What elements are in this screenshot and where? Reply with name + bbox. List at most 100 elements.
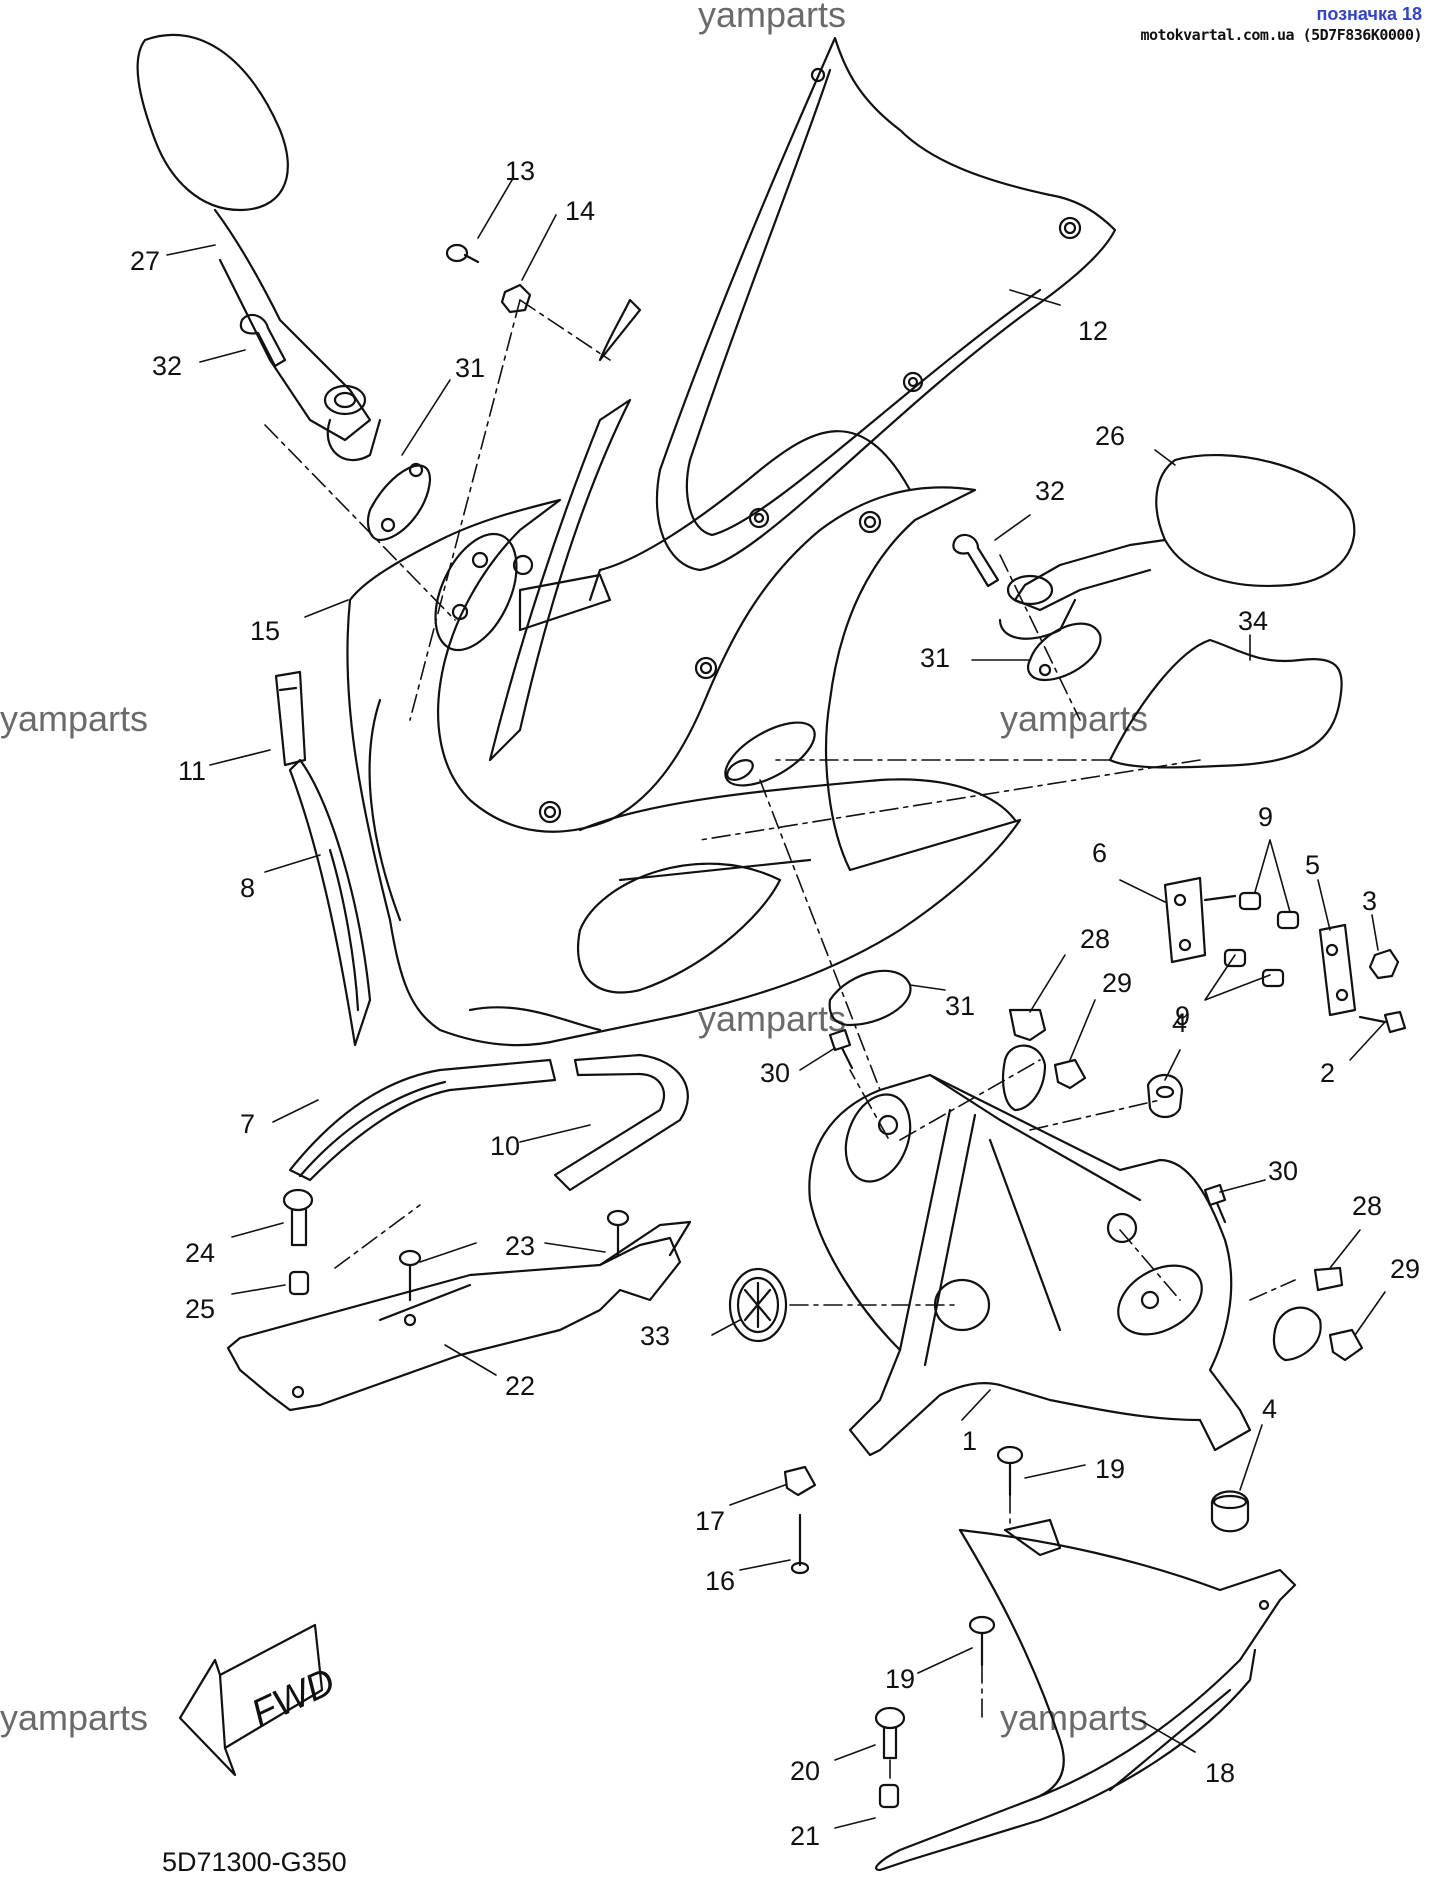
fwd-label: FWD (245, 1661, 341, 1736)
callout-27: 27 (130, 246, 160, 276)
bolt-32-right (952, 533, 1000, 588)
callout-32-left: 32 (152, 351, 182, 381)
callout-14: 14 (565, 196, 595, 226)
callout-8: 8 (240, 873, 255, 903)
collar-21 (878, 1783, 900, 1809)
callout-19-upper: 19 (1095, 1454, 1125, 1484)
reference-header: позначка 18 motokvartal.com.ua (5D7F836K… (1140, 4, 1422, 44)
gasket-31-lower (828, 969, 912, 1027)
callout-29-lower: 29 (1390, 1254, 1420, 1284)
callout-4-upper: 4 (1172, 1008, 1187, 1038)
nut-14 (500, 283, 532, 314)
bracket-6 (1163, 876, 1237, 964)
callout-30-left: 30 (760, 1058, 790, 1088)
damper-strip-8 (288, 758, 372, 1047)
tuning-fork-emblem-icon (728, 1267, 788, 1343)
damper-strip-7 (288, 1058, 557, 1182)
screw-24 (282, 1188, 314, 1247)
clip-29-upper (1053, 1058, 1087, 1090)
mirror-left (136, 33, 382, 462)
callout-34: 34 (1238, 606, 1268, 636)
nut-3 (1368, 948, 1400, 980)
leader-lines (166, 179, 1386, 1829)
callout-12: 12 (1078, 316, 1108, 346)
bolt-2 (1358, 1010, 1407, 1034)
inner-strip (274, 670, 307, 767)
callout-25: 25 (185, 1294, 215, 1324)
arrow-left-icon (178, 1623, 324, 1777)
reference-source: motokvartal.com.ua (5D7F836K0000) (1140, 25, 1422, 44)
watermark: yamparts (1000, 698, 1149, 739)
callout-17: 17 (695, 1506, 725, 1536)
callout-31-right: 31 (920, 643, 950, 673)
callout-23-left: 23 (505, 1231, 535, 1261)
callout-13: 13 (505, 156, 535, 186)
callout-19-lower: 19 (885, 1664, 915, 1694)
callout-26: 26 (1095, 421, 1125, 451)
spacer-9-set (1223, 891, 1300, 988)
stay-22 (226, 1220, 692, 1412)
callout-11: 11 (178, 756, 206, 786)
cover-34 (1108, 638, 1343, 769)
watermark: yamparts (1000, 1697, 1149, 1738)
gasket-31-right (1027, 622, 1102, 682)
callout-7: 7 (240, 1109, 255, 1139)
screw-19-upper (996, 1445, 1024, 1497)
screw-16 (790, 1513, 810, 1575)
callout-15: 15 (250, 616, 280, 646)
upper-cowling (346, 430, 1022, 1047)
bracket-5 (1318, 923, 1357, 1017)
callout-22: 22 (505, 1371, 535, 1401)
callout-21: 21 (790, 1821, 820, 1851)
watermark: yamparts (0, 698, 149, 739)
cowling-side-panel (488, 298, 642, 762)
callout-5: 5 (1305, 850, 1320, 880)
screw-30-right (1203, 1183, 1227, 1224)
screw-30-left (828, 1028, 854, 1070)
callout-10: 10 (490, 1131, 520, 1161)
callout-2: 2 (1320, 1058, 1335, 1088)
callout-31-lower: 31 (945, 991, 975, 1021)
screw-23-left (398, 1249, 422, 1302)
callout-6: 6 (1092, 838, 1107, 868)
clip-17 (783, 1465, 817, 1497)
assembly-lines (264, 299, 1296, 1781)
under-cowl-18 (874, 1518, 1297, 1872)
reference-label: позначка 18 (1316, 4, 1422, 24)
screw-19-lower (968, 1615, 996, 1667)
grommet-4-lower (1210, 1490, 1250, 1533)
callout-24: 24 (185, 1238, 215, 1268)
callout-31-upper: 31 (455, 353, 485, 383)
clip-29-lower (1328, 1328, 1364, 1362)
cowling-stay (808, 1073, 1252, 1457)
grommet-4-upper (1146, 1074, 1184, 1119)
callout-9-upper: 9 (1258, 802, 1273, 832)
callout-16: 16 (705, 1566, 735, 1596)
windscreen (655, 36, 1117, 572)
rubber-28-lower (1272, 1266, 1344, 1362)
collar-25 (288, 1270, 310, 1296)
rubber-28-upper (1001, 1008, 1047, 1112)
damper-strip-10 (553, 1053, 689, 1192)
callout-28-upper: 28 (1080, 924, 1110, 954)
screw-20 (874, 1706, 906, 1760)
callout-numbers: 1 2 3 4 4 5 6 7 8 9 9 10 11 12 13 14 15 … (130, 156, 1420, 1851)
callout-33: 33 (640, 1321, 670, 1351)
callout-20: 20 (790, 1756, 820, 1786)
screw-23-right (606, 1209, 630, 1257)
callout-18: 18 (1205, 1758, 1235, 1788)
callout-9-lower: 9 (1175, 1001, 1190, 1031)
screw-13 (445, 243, 480, 264)
callout-29-upper: 29 (1102, 968, 1132, 998)
callout-4-lower: 4 (1262, 1394, 1277, 1424)
callout-30-right: 30 (1268, 1156, 1298, 1186)
gasket-31-upper-left (366, 462, 432, 542)
bolt-32-left (239, 313, 287, 368)
headlight-frame (578, 778, 1017, 882)
watermark: yamparts (698, 0, 847, 35)
callout-1: 1 (962, 1426, 977, 1456)
callout-32-right: 32 (1035, 476, 1065, 506)
diagram-code: 5D71300-G350 (162, 1847, 347, 1877)
